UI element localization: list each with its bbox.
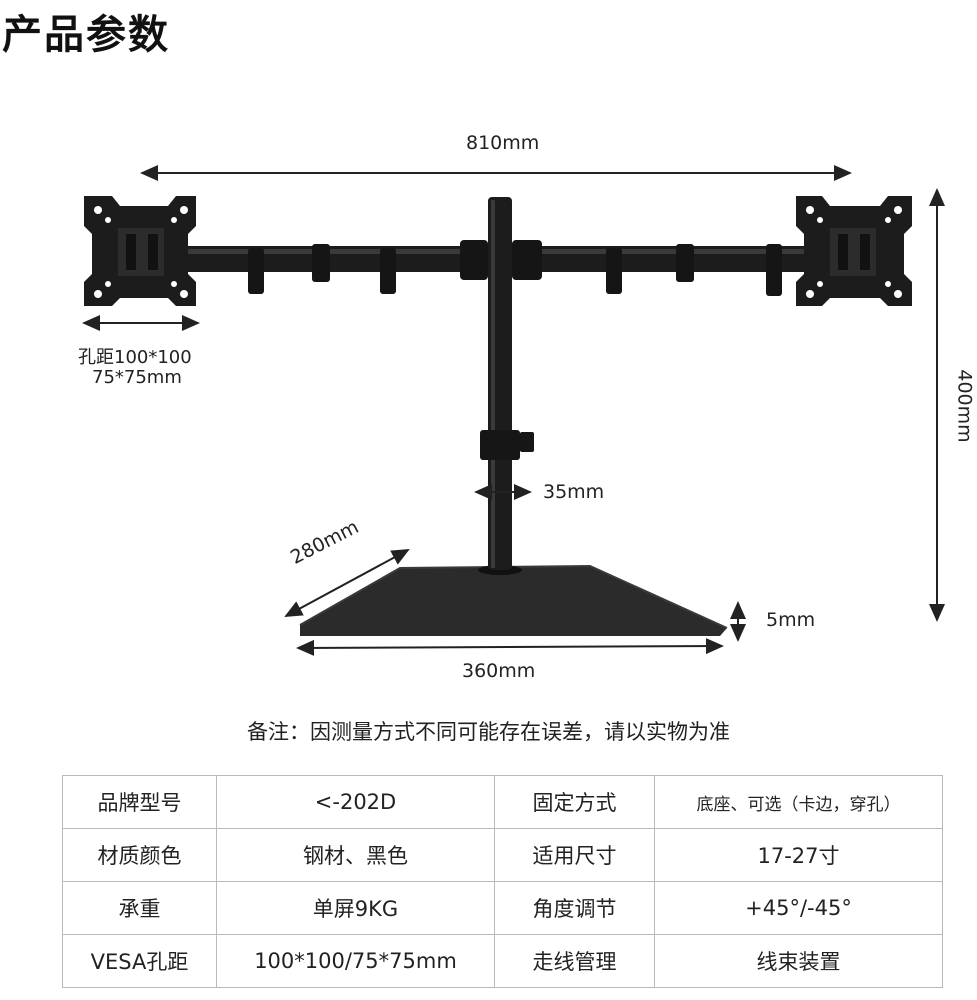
base-width-line — [296, 638, 724, 656]
spec-label: 固定方式 — [494, 775, 655, 829]
spec-value: 单屏9KG — [216, 881, 495, 935]
table-row: VESA孔距 100*100/75*75mm 走线管理 线束装置 — [62, 934, 943, 988]
spec-value: 线束装置 — [654, 934, 943, 988]
spec-value: +45°/-45° — [654, 881, 943, 935]
measurement-note: 备注：因测量方式不同可能存在误差，请以实物为准 — [247, 720, 730, 744]
hole-spacing-label-1: 孔距100*100 — [78, 347, 192, 368]
spec-value: 钢材、黑色 — [216, 828, 495, 882]
table-row: 材质颜色 钢材、黑色 适用尺寸 17-27寸 — [62, 828, 943, 882]
monitor-stand-illustration — [82, 165, 945, 656]
spec-table: 品牌型号 <-202D 固定方式 底座、可选（卡边，穿孔） 材质颜色 钢材、黑色… — [62, 775, 943, 988]
page-title: 产品参数 — [2, 12, 170, 58]
pole-diameter-label: 35mm — [543, 481, 605, 503]
spec-value: 17-27寸 — [654, 828, 943, 882]
height-total-label: 400mm — [953, 369, 976, 443]
right-vesa-plate — [796, 196, 912, 306]
height-collar — [480, 430, 520, 460]
spec-label: 走线管理 — [494, 934, 655, 988]
spec-label: 材质颜色 — [62, 828, 217, 882]
base-depth-line — [284, 549, 410, 617]
spec-value: 底座、可选（卡边，穿孔） — [654, 775, 943, 829]
spec-value: <-202D — [216, 775, 495, 829]
width-total-label: 810mm — [466, 132, 540, 154]
table-row: 承重 单屏9KG 角度调节 +45°/-45° — [62, 881, 943, 935]
base-thickness-label: 5mm — [766, 609, 816, 631]
base-width-label: 360mm — [462, 660, 536, 682]
spec-label: 角度调节 — [494, 881, 655, 935]
base-plate — [300, 566, 727, 636]
spec-label: 品牌型号 — [62, 775, 217, 829]
hole-spacing-label-2: 75*75mm — [92, 367, 182, 388]
spec-label: VESA孔距 — [62, 934, 217, 988]
left-vesa-plate — [84, 196, 196, 306]
spec-label: 承重 — [62, 881, 217, 935]
spec-value: 100*100/75*75mm — [216, 934, 495, 988]
table-row: 品牌型号 <-202D 固定方式 底座、可选（卡边，穿孔） — [62, 775, 943, 829]
spec-label: 适用尺寸 — [494, 828, 655, 882]
